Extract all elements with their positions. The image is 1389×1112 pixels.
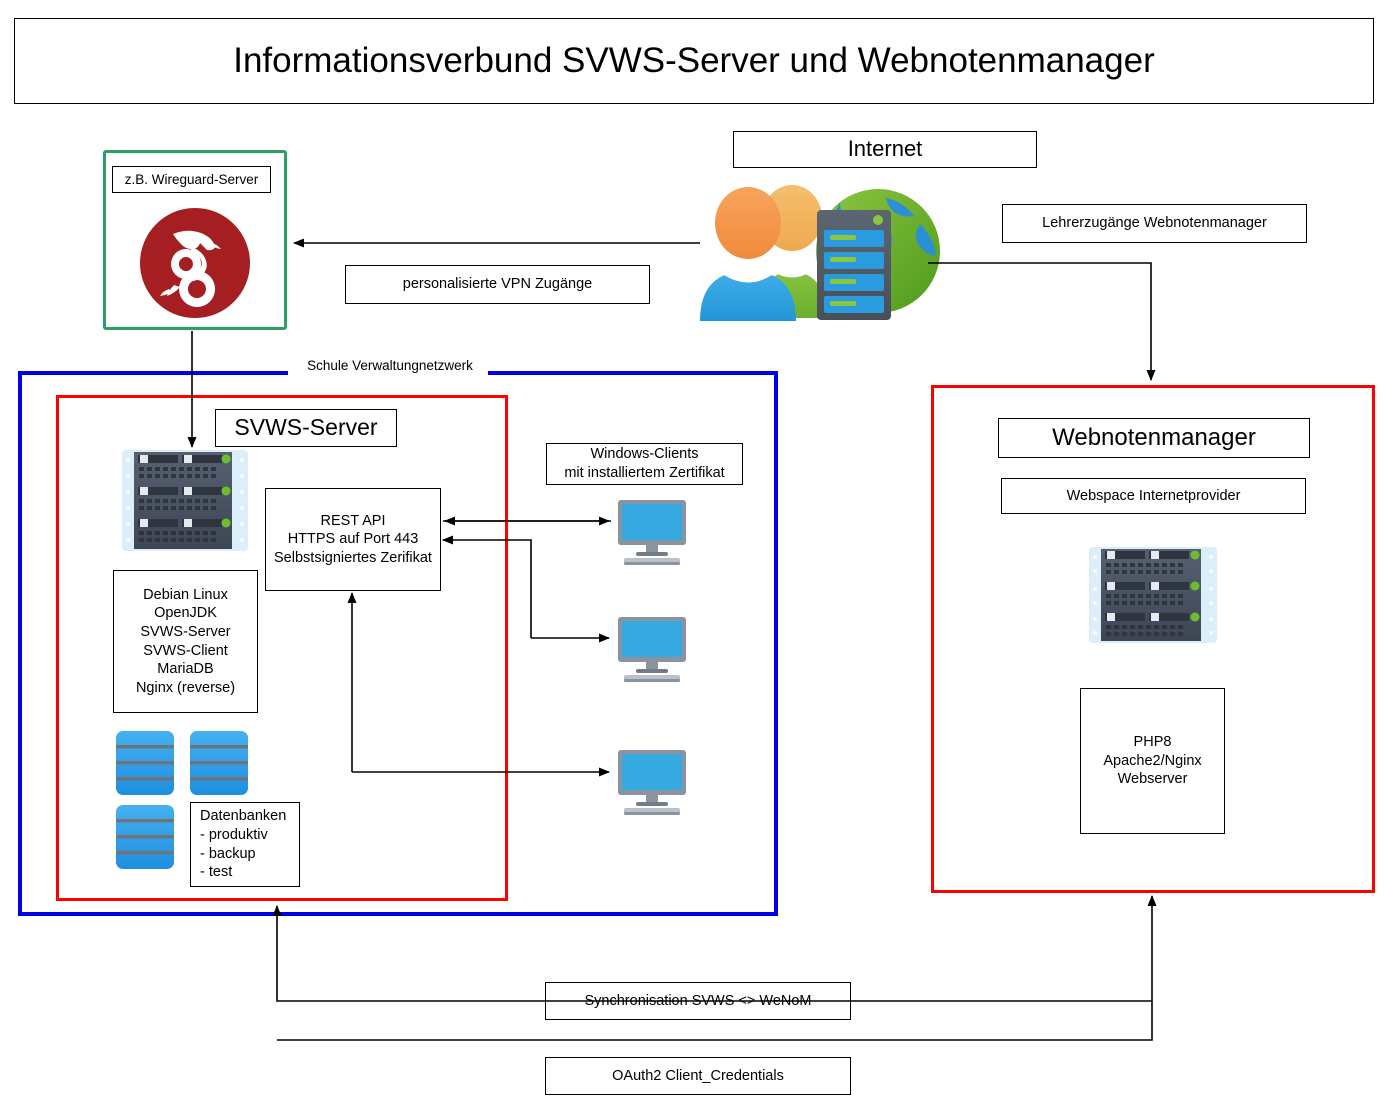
database-cylinder-icon <box>112 727 257 872</box>
oauth-label: OAuth2 Client_Credentials <box>545 1057 851 1095</box>
desktop-monitor-icon <box>610 750 694 816</box>
vpn-zone-label: z.B. Wireguard-Server <box>112 166 271 193</box>
rest-api-box: REST API HTTPS auf Port 443 Selbstsignie… <box>265 488 441 591</box>
stack-line: SVWS-Client <box>143 642 228 659</box>
webnotenmanager-title: Webnotenmanager <box>998 418 1310 458</box>
vpn-access-label: personalisierte VPN Zugänge <box>345 265 650 304</box>
school-network-label: Schule Verwaltungnetzwerk <box>307 358 473 374</box>
webspace-label: Webspace Internetprovider <box>1001 478 1306 514</box>
desktop-monitor-icon <box>610 617 694 683</box>
webnotenmanager-software-stack: PHP8 Apache2/Nginx Webserver <box>1080 688 1225 834</box>
stack-line: MariaDB <box>157 661 214 678</box>
desktop-monitor-icon <box>610 500 694 566</box>
internet-icon-group <box>680 178 950 328</box>
webnotenmanager-zone <box>931 385 1375 893</box>
server-rack-icon <box>1087 545 1219 645</box>
stack-line: Nginx (reverse) <box>135 679 236 696</box>
internet-title: Internet <box>733 131 1037 168</box>
svws-server-title: SVWS-Server <box>215 409 397 447</box>
stack-line: Debian Linux <box>143 586 228 603</box>
school-network-label-gap <box>288 363 488 383</box>
sync-label: Synchronisation SVWS <> WeNoM <box>545 982 851 1020</box>
page-title: Informationsverbund SVWS-Server und Webn… <box>14 18 1374 104</box>
svws-software-stack: Debian Linux OpenJDK SVWS-Server SVWS-Cl… <box>113 570 258 713</box>
stack-line: OpenJDK <box>154 605 217 622</box>
stack-line: SVWS-Server <box>140 623 231 640</box>
windows-clients-label: Windows-Clients mit installiertem Zertif… <box>546 443 743 485</box>
database-label: Datenbanken - produktiv - backup - test <box>190 802 300 887</box>
server-rack-icon <box>120 448 250 553</box>
wireguard-logo-icon <box>139 207 251 319</box>
teacher-access-label: Lehrerzugänge Webnotenmanager <box>1002 204 1307 243</box>
connector-internet-to-wenom <box>928 262 1156 381</box>
